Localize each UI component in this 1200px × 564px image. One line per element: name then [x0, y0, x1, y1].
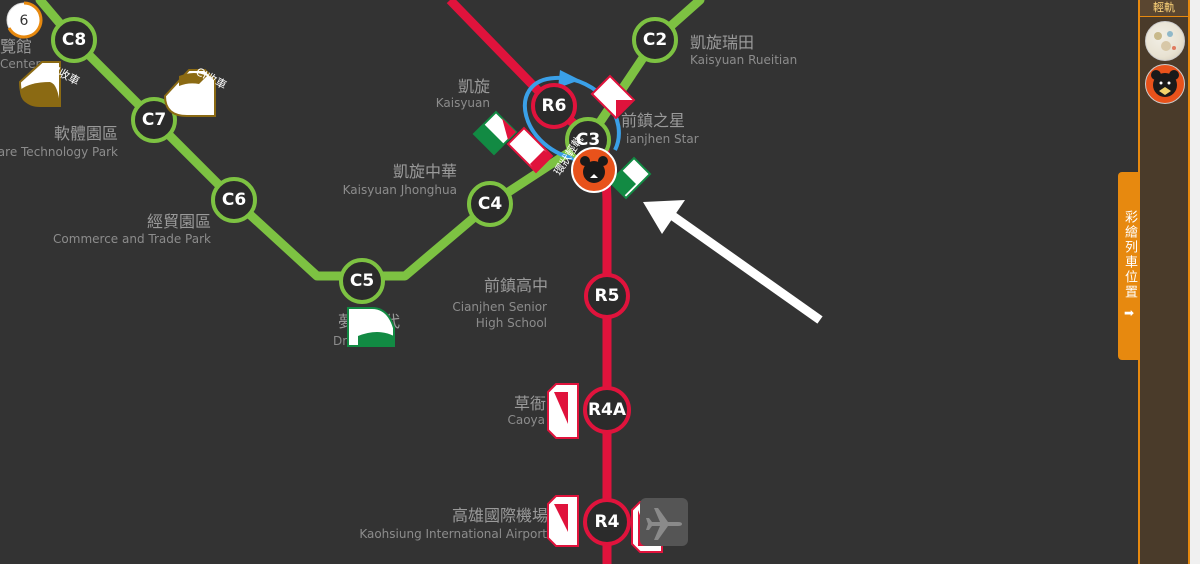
panel-title: 輕軌 [1140, 0, 1188, 17]
avatar-illustration-icon [1154, 31, 1176, 51]
station-c3-name-zh: 前鎮之星 [621, 111, 685, 130]
station-c8[interactable]: C8 [51, 17, 97, 63]
metro-map: 6 C8 C7 C6 C5 C4 C2 R6 C3 R5 R4A [0, 0, 823, 564]
station-c7[interactable]: C7 [131, 97, 177, 143]
station-code: C5 [350, 271, 374, 291]
station-code: C2 [643, 30, 667, 50]
avatar-light-rail[interactable] [1145, 21, 1185, 61]
train-c4-a[interactable] [472, 110, 518, 156]
station-r4-name-zh: 高雄國際機場 [452, 506, 548, 525]
station-r5-name-zh: 前鎮高中 [484, 276, 548, 295]
station-code: C3 [576, 130, 600, 150]
station-c7-name-en: ware Technology Park [0, 145, 118, 159]
station-c6-name-zh: 經貿園區 [147, 212, 211, 231]
station-r4-name-en: Kaohsiung International Airport [359, 527, 547, 541]
avatar-bear[interactable] [1145, 64, 1185, 104]
side-panel: 輕軌 [1138, 0, 1190, 564]
station-r6[interactable]: R6 [531, 83, 577, 129]
station-code: R4A [588, 400, 627, 420]
station-code: C4 [478, 194, 502, 214]
station-c4-name-zh: 凱旋中華 [393, 162, 457, 181]
train-c5[interactable] [347, 307, 395, 347]
station-c4[interactable]: C4 [467, 181, 513, 227]
station-c5-name-en: Dr [333, 334, 347, 348]
station-code: R4 [595, 512, 620, 532]
station-r5-name-en-2: High School [476, 316, 547, 330]
station-c5[interactable]: C5 [339, 258, 385, 304]
station-r4a-name-zh: 草衙 [514, 394, 546, 413]
arrow-right-icon: ➡ [1123, 306, 1135, 320]
bear-face-icon [1151, 70, 1179, 97]
tab-label: 彩繪列車位置 [1122, 210, 1137, 300]
refresh-timer[interactable]: 6 [6, 1, 43, 39]
scrollbar[interactable] [1190, 0, 1200, 564]
train-r6-a[interactable] [590, 74, 636, 120]
station-c2-name-en: Kaisyuan Rueitian [690, 53, 797, 67]
station-code: C7 [142, 110, 166, 130]
station-code: R6 [542, 96, 567, 116]
station-c2-name-zh: 凱旋瑞田 [690, 33, 754, 52]
bear-mascot-icon[interactable] [571, 147, 617, 193]
station-r6-name-en: Kaisyuan [436, 96, 490, 110]
station-r6-name-zh: 凱旋 [458, 77, 490, 96]
timer-value: 6 [20, 13, 29, 29]
color-train-position-tab[interactable]: 彩繪列車位置 ➡ [1118, 172, 1140, 360]
station-c3-name-en: ianjhen Star [626, 132, 699, 146]
pointer-arrow [643, 200, 823, 324]
station-r4a-name-en: Caoya [507, 413, 545, 427]
station-c7-name-zh: 軟體園區 [54, 124, 118, 143]
station-c2[interactable]: C2 [632, 17, 678, 63]
station-r4[interactable]: R4 [583, 498, 631, 546]
train-c3-b[interactable] [608, 156, 652, 200]
train-r4a[interactable] [547, 383, 579, 439]
station-c4-name-en: Kaisyuan Jhonghua [343, 183, 457, 197]
station-code: C8 [62, 30, 86, 50]
train-c3-a[interactable] [506, 126, 554, 174]
station-code: C6 [222, 190, 246, 210]
station-code: R5 [595, 286, 620, 306]
train-c8[interactable]: CI收車 [18, 60, 82, 107]
station-r4a[interactable]: R4A [583, 386, 631, 434]
station-r5-name-en-1: Cianjhen Senior [452, 300, 547, 314]
airplane-icon [640, 498, 688, 546]
station-r5[interactable]: R5 [584, 273, 630, 319]
station-c6[interactable]: C6 [211, 177, 257, 223]
station-c8-name-en: Center [0, 57, 40, 71]
loop-arrow-head [558, 70, 580, 88]
station-c6-name-en: Commerce and Trade Park [53, 232, 211, 246]
train-r4-a[interactable] [547, 495, 579, 547]
train-c7[interactable]: CI收車 [163, 64, 229, 117]
station-c8-name-zh: 覽館 [0, 37, 32, 56]
